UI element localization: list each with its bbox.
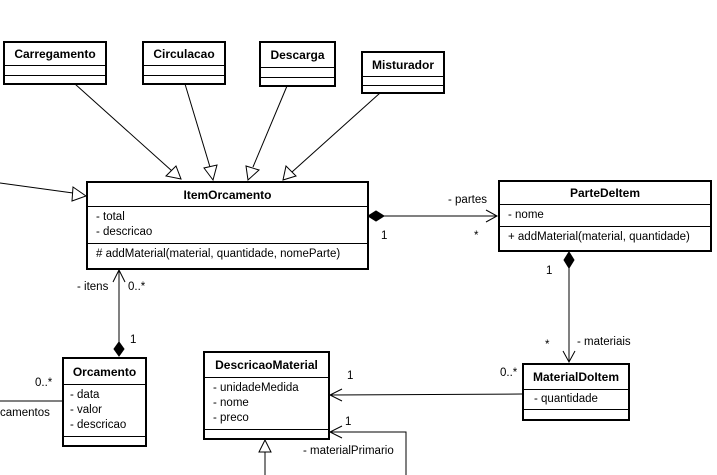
class-item-orcamento[interactable]: ItemOrcamento - total - descricao # addM…: [86, 181, 369, 270]
multiplicity: 1: [546, 265, 553, 277]
hollow-triangle-icon: [164, 165, 182, 180]
attributes: - unidadeMedida - nome - preco: [205, 378, 328, 430]
operation: + addMaterial(material, quantidade): [508, 231, 690, 243]
generalization-left: [0, 182, 74, 194]
attribute: - unidadeMedida: [213, 382, 299, 394]
open-arrow-icon: [485, 209, 499, 223]
attribute: - descricao: [96, 226, 153, 238]
class-material-do-item[interactable]: MaterialDoItem - quantidade: [522, 363, 630, 421]
attributes: [363, 77, 443, 86]
class-circulacao[interactable]: Circulacao: [142, 41, 226, 85]
operation: # addMaterial(material, quantidade, nome…: [96, 248, 341, 260]
class-name: Misturador: [363, 53, 443, 78]
class-name: Circulacao: [144, 43, 224, 66]
operations: [363, 86, 443, 92]
attribute: - quantidade: [534, 393, 598, 405]
role-materiais: - materiais: [577, 336, 631, 348]
open-arrow-icon: [328, 425, 343, 439]
attribute: - nome: [508, 209, 544, 221]
operations: # addMaterial(material, quantidade, nome…: [88, 244, 367, 268]
attribute: - valor: [70, 404, 102, 416]
multiplicity: 0..*: [128, 281, 146, 293]
attributes: - total - descricao: [88, 207, 367, 244]
operations: [144, 76, 224, 83]
generalization-descarga: [252, 85, 288, 168]
class-carregamento[interactable]: Carregamento: [3, 41, 107, 85]
generalization-misturador: [291, 92, 381, 173]
attributes: - data - valor - descricao: [64, 385, 145, 437]
multiplicity: 1: [347, 370, 354, 382]
class-name: DescricaoMaterial: [205, 353, 328, 378]
role-orcamentos: camentos: [0, 407, 50, 419]
multiplicity: 1: [381, 230, 388, 242]
class-parte-de-item[interactable]: ParteDeItem - nome + addMaterial(materia…: [498, 180, 712, 252]
hollow-triangle-icon: [71, 186, 88, 202]
open-arrow-icon: [562, 350, 576, 364]
role-material-primario: - materialPrimario: [303, 445, 394, 457]
attribute: - preco: [213, 412, 249, 424]
hollow-triangle-icon: [258, 438, 272, 453]
operations: [524, 410, 628, 419]
association-material-primario: [330, 431, 407, 475]
generalization-circulacao: [184, 83, 211, 168]
multiplicity: *: [545, 339, 550, 351]
attribute: - descricao: [70, 419, 127, 431]
class-descricao-material[interactable]: DescricaoMaterial - unidadeMedida - nome…: [203, 351, 330, 440]
class-descarga[interactable]: Descarga: [259, 41, 336, 87]
attributes: [144, 66, 224, 76]
class-name: Descarga: [261, 43, 334, 68]
operations: [261, 78, 334, 85]
class-name: ParteDeItem: [500, 182, 710, 205]
composition-diamond-icon: [367, 210, 385, 222]
attributes: - quantidade: [524, 390, 628, 410]
composition-diamond-icon: [563, 251, 575, 269]
class-name: ItemOrcamento: [88, 183, 367, 207]
attribute: - data: [70, 389, 100, 401]
hollow-triangle-icon: [282, 164, 297, 181]
operations: [64, 437, 145, 445]
role-itens: - itens: [77, 281, 109, 293]
multiplicity: 0..*: [500, 367, 518, 379]
composition-diamond-icon: [113, 341, 125, 357]
open-arrow-icon: [112, 268, 126, 283]
operations: [5, 76, 105, 83]
operations: + addMaterial(material, quantidade): [500, 227, 710, 250]
multiplicity: 1: [345, 416, 352, 428]
attributes: [261, 68, 334, 78]
class-name: Carregamento: [5, 43, 105, 66]
class-orcamento[interactable]: Orcamento - data - valor - descricao: [62, 357, 147, 447]
association-descricao: [329, 393, 523, 396]
open-arrow-icon: [328, 388, 343, 402]
multiplicity: 1: [130, 334, 137, 346]
multiplicity: 0..*: [35, 377, 53, 389]
class-name: MaterialDoItem: [524, 365, 628, 390]
class-name: Orcamento: [64, 359, 145, 385]
attribute: - total: [96, 211, 125, 223]
multiplicity: *: [474, 230, 479, 242]
attribute: - nome: [213, 397, 249, 409]
role-partes: - partes: [448, 194, 487, 206]
class-misturador[interactable]: Misturador: [361, 51, 445, 94]
generalization-carregamento: [74, 83, 173, 172]
operations: [205, 430, 328, 438]
hollow-triangle-icon: [203, 164, 218, 182]
hollow-triangle-icon: [245, 165, 260, 182]
attributes: [5, 66, 105, 76]
attributes: - nome: [500, 205, 710, 227]
